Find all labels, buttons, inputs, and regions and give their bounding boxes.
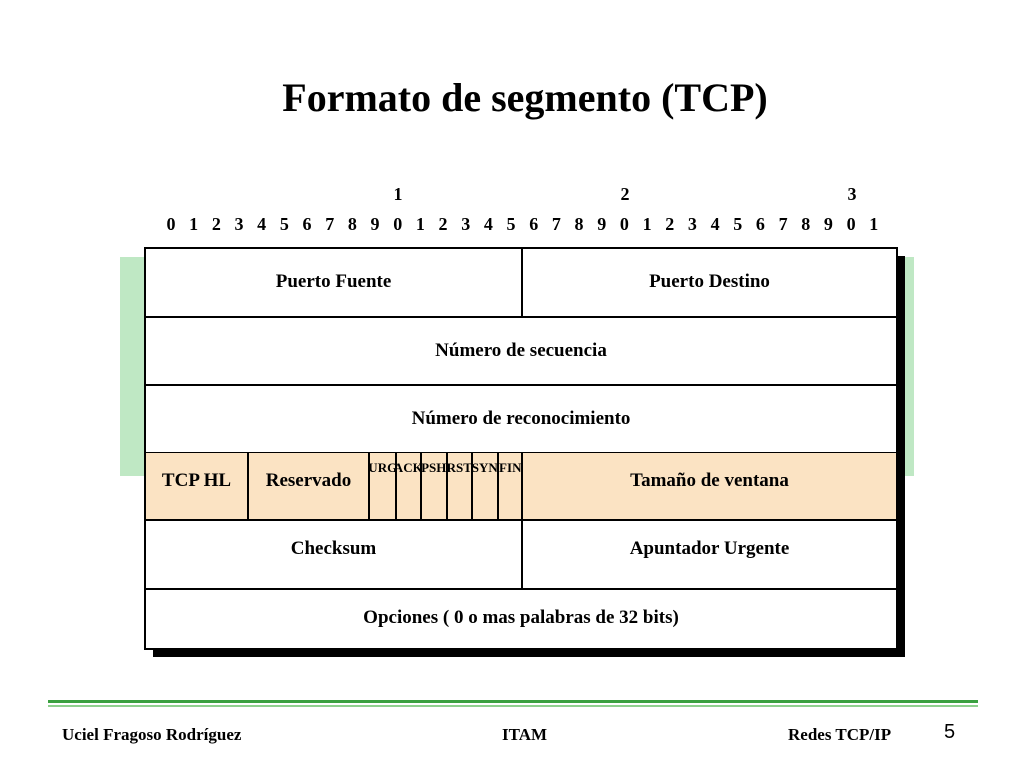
ruler-bit-3: 3 [234, 214, 244, 234]
sequence-number-field: Número de secuencia [435, 340, 607, 361]
ruler-bit-10: 0 [393, 214, 403, 234]
footer-rule [48, 700, 978, 703]
flag-letter: N [488, 460, 498, 475]
divider [521, 521, 523, 589]
ruler-bit-13: 3 [461, 214, 471, 234]
footer-course: Redes TCP/IP [788, 725, 892, 744]
ruler-bit-17: 7 [551, 214, 561, 234]
reserved-field: Reservado [265, 470, 352, 491]
flag-letter: G [387, 460, 398, 475]
ruler-bit-0: 0 [166, 214, 176, 234]
ruler-bit-20: 0 [619, 214, 629, 234]
options-field: Opciones ( 0 o mas palabras de 32 bits) [363, 607, 679, 628]
divider [247, 453, 249, 519]
ruler-bit-30: 0 [846, 214, 856, 234]
tcp-hl-field: TCP HL [161, 470, 232, 491]
ruler-bit-25: 5 [733, 214, 743, 234]
checksum-field: Checksum [290, 538, 377, 559]
flag-letter: R [446, 460, 456, 475]
divider [471, 453, 473, 519]
flag-letter: U [368, 460, 378, 475]
ruler-bit-7: 7 [325, 214, 335, 234]
flag-letter: F [499, 460, 507, 475]
window-size-field: Tamaño de ventana [630, 470, 789, 491]
ruler-tens-1: 1 [393, 184, 403, 204]
destination-port-field: Puerto Destino [649, 271, 770, 292]
ruler-bit-16: 6 [529, 214, 539, 234]
flag-letter: S [429, 460, 437, 475]
divider [146, 316, 896, 318]
ruler-bit-14: 4 [483, 214, 493, 234]
ruler-bit-28: 8 [801, 214, 811, 234]
ruler-bit-22: 2 [665, 214, 675, 234]
ruler-bit-11: 1 [415, 214, 425, 234]
ruler-bit-19: 9 [597, 214, 607, 234]
ruler-bit-24: 4 [710, 214, 720, 234]
ack-number-field: Número de reconocimiento [411, 408, 631, 429]
ruler-bit-18: 8 [574, 214, 584, 234]
flag-letter: K [412, 460, 423, 475]
flag-letter: P [421, 460, 430, 475]
footer-author: Uciel Fragoso Rodríguez [62, 725, 242, 744]
flag-letter: N [512, 460, 522, 475]
flag-letter: I [507, 460, 513, 475]
flag-letter: C [403, 460, 413, 475]
ruler-bit-21: 1 [642, 214, 652, 234]
divider [521, 453, 523, 519]
divider [496, 453, 499, 519]
flag-letter: S [455, 460, 464, 475]
divider [146, 519, 896, 521]
ruler-bit-12: 2 [438, 214, 448, 234]
ruler-bit-5: 5 [279, 214, 289, 234]
divider [368, 453, 370, 519]
flag-letter: H [436, 460, 447, 475]
flag-letter: Y [478, 460, 489, 475]
source-port-field: Puerto Fuente [275, 271, 392, 292]
ruler-bit-8: 8 [347, 214, 357, 234]
flag-letter: A [393, 460, 404, 475]
divider [521, 249, 523, 317]
divider [146, 384, 896, 386]
flag-letter: T [463, 460, 472, 475]
tcp-segment-diagram: Puerto Fuente Puerto Destino Número de s… [144, 247, 898, 650]
ruler-bit-27: 7 [778, 214, 788, 234]
page-number: 5 [944, 721, 956, 743]
urgent-pointer-field: Apuntador Urgente [629, 538, 790, 559]
ruler-bit-4: 4 [257, 214, 267, 234]
ruler-bit-6: 6 [302, 214, 312, 234]
ruler-bit-9: 9 [370, 214, 380, 234]
ruler-tens-3: 3 [847, 184, 857, 204]
ruler-bit-31: 1 [869, 214, 879, 234]
ruler-bit-23: 3 [687, 214, 697, 234]
ruler-bit-1: 1 [189, 214, 199, 234]
footer-institution: ITAM [502, 725, 548, 744]
footer-rule-light [48, 705, 978, 707]
ruler-bit-29: 9 [823, 214, 833, 234]
ruler-bit-15: 5 [506, 214, 516, 234]
divider [420, 453, 422, 519]
ruler-bit-2: 2 [211, 214, 221, 234]
divider [146, 588, 896, 590]
divider [445, 453, 448, 519]
flag-letter: R [377, 460, 388, 475]
slide-title: Formato de segmento (TCP) [282, 75, 768, 120]
flag-letter: S [471, 460, 479, 475]
divider [394, 453, 397, 519]
ruler-bit-26: 6 [755, 214, 765, 234]
ruler-tens-2: 2 [620, 184, 630, 204]
